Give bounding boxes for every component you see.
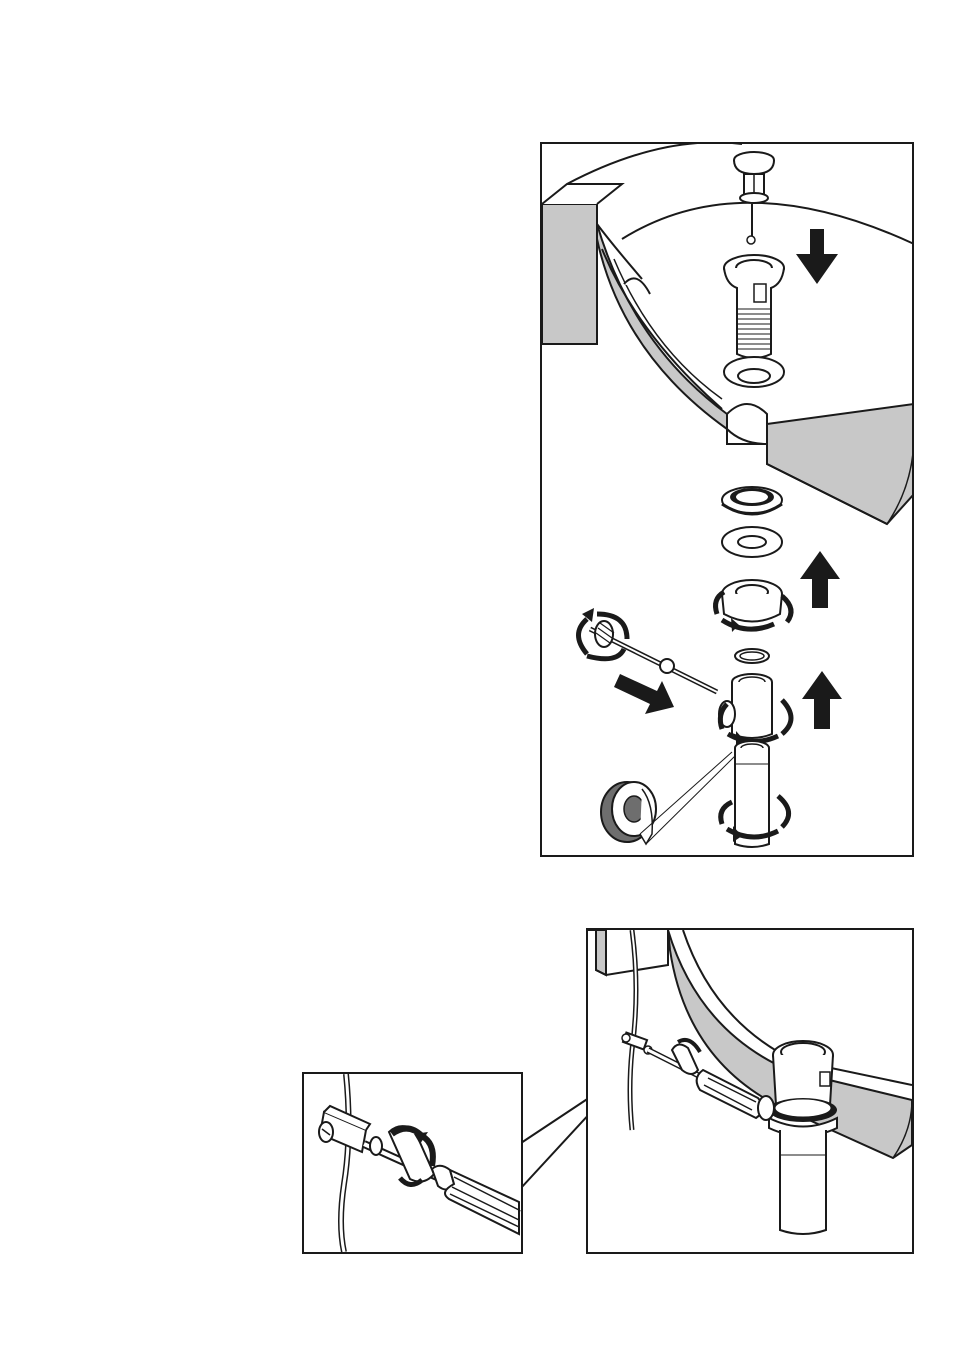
- lift-rod-icon: [630, 930, 636, 1130]
- exploded-drain-figure: [540, 142, 914, 857]
- pivot-rod-icon: [579, 608, 718, 692]
- gasket-icon: [724, 357, 784, 387]
- arrow-down-icon: [614, 674, 674, 714]
- pop-up-stopper-icon: [734, 152, 774, 244]
- clevis-detail-figure: [302, 1072, 523, 1254]
- screwdriver-icon: [432, 1166, 519, 1234]
- teflon-tape-icon: [601, 752, 735, 844]
- arrow-up-icon: [800, 551, 840, 608]
- arrow-up-icon: [802, 671, 842, 729]
- lift-rod-icon: [341, 1074, 349, 1252]
- basin-cutaway-icon: [542, 144, 912, 524]
- rotate-icon: [716, 580, 791, 632]
- washer-icon: [722, 527, 782, 557]
- clevis-strap-icon: [622, 1033, 652, 1054]
- drain-flange-icon: [724, 255, 784, 358]
- screw-icon: [319, 1122, 333, 1142]
- installed-drain-figure: [586, 928, 914, 1254]
- arrow-down-icon: [796, 229, 838, 284]
- locknut-icon: [722, 487, 782, 514]
- tailpiece-icon: [721, 741, 789, 847]
- tailpiece-icon: [719, 674, 791, 745]
